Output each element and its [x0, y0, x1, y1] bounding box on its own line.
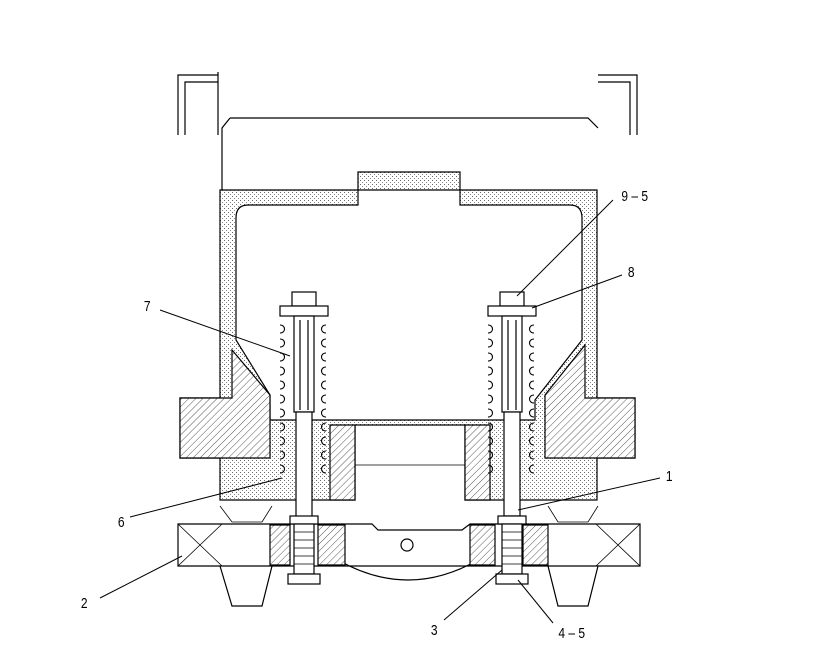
- right-spring-assembly: [487, 291, 537, 585]
- callout-2: 2: [81, 595, 88, 612]
- callout-3: 3: [431, 622, 438, 639]
- callout-7: 7: [144, 298, 151, 315]
- housing-body: [179, 171, 636, 501]
- callout-1: 1: [666, 468, 673, 485]
- left-spring-assembly: [279, 291, 329, 585]
- top-frame: [177, 72, 638, 190]
- lower-crossbeam: [177, 505, 641, 607]
- callout-8: 8: [628, 264, 635, 281]
- leader-lines: [99, 199, 661, 624]
- callout-6: 6: [118, 514, 125, 531]
- callout-4-5: 4 – 5: [558, 625, 585, 642]
- callout-9-5: 9 – 5: [621, 188, 648, 205]
